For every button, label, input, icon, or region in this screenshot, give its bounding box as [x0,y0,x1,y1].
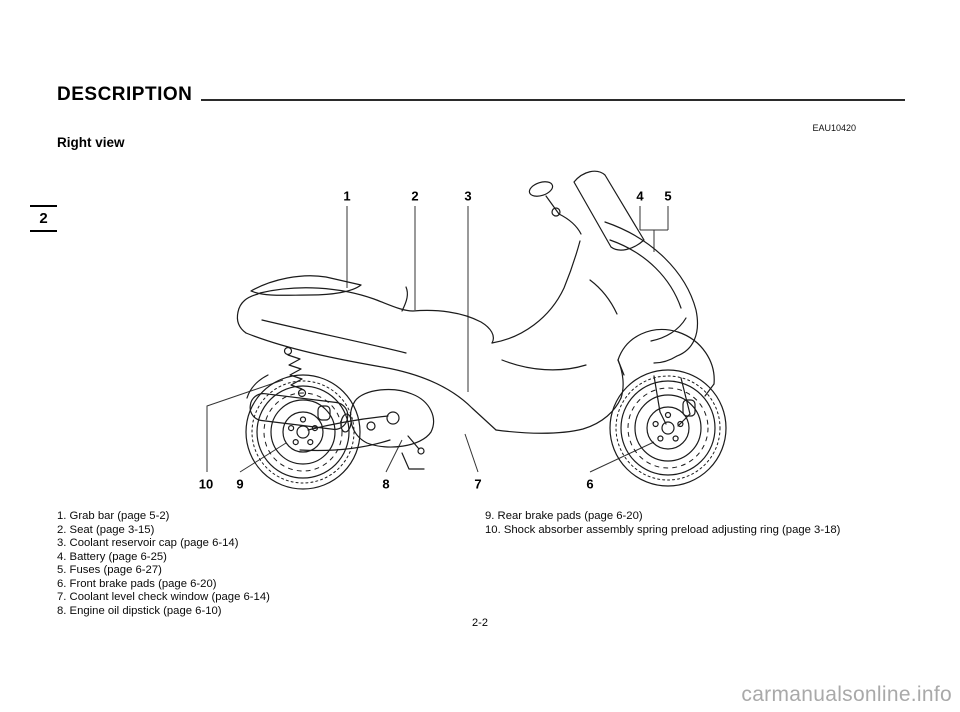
legend-item: 5. Fuses (page 6-27) [57,564,162,576]
page-number: 2-2 [472,617,488,629]
scooter-line-art [206,170,727,490]
scooter-right-view-figure: 1 2 3 4 5 10 9 8 7 6 [150,160,790,510]
legend-item: 2. Seat (page 3-15) [57,523,155,536]
legend-item: 8. Engine oil dipstick (page 6-10) [57,604,222,617]
callout-1: 1 [343,188,351,204]
page-title: DESCRIPTION [57,84,193,105]
document-code: EAU10420 [812,123,856,133]
legend-item: 7. Coolant level check window (page 6-14… [57,591,270,603]
legend-item: 9. Rear brake pads (page 6-20) [485,510,643,522]
chapter-tab: 2 [30,205,57,232]
callout-3: 3 [464,188,472,204]
callout-10: 10 [198,476,214,492]
watermark: carmanualsonline.info [741,683,952,706]
callout-leader-lines [206,206,669,473]
legend-item: 4. Battery (page 6-25) [57,550,167,563]
callout-8: 8 [382,476,390,492]
legend-item: 3. Coolant reservoir cap (page 6-14) [57,537,239,549]
page-header: DESCRIPTION [57,84,905,106]
legend-left-column: 1. Grab bar (page 5-2) 2. Seat (page 3-1… [57,510,485,618]
legend-item: 10. Shock absorber assembly spring prelo… [485,523,841,536]
callout-7: 7 [474,476,482,492]
callout-5: 5 [664,188,672,204]
callout-4: 4 [636,188,644,204]
legend-item: 6. Front brake pads (page 6-20) [57,577,217,590]
callout-9: 9 [236,476,244,492]
header-rule [201,99,905,101]
legend-item: 1. Grab bar (page 5-2) [57,510,170,522]
callout-2: 2 [411,188,419,204]
legend: 1. Grab bar (page 5-2) 2. Seat (page 3-1… [57,510,900,618]
legend-right-column: 9. Rear brake pads (page 6-20) 10. Shock… [485,510,900,618]
callout-6: 6 [586,476,594,492]
section-title: Right view [57,135,125,150]
